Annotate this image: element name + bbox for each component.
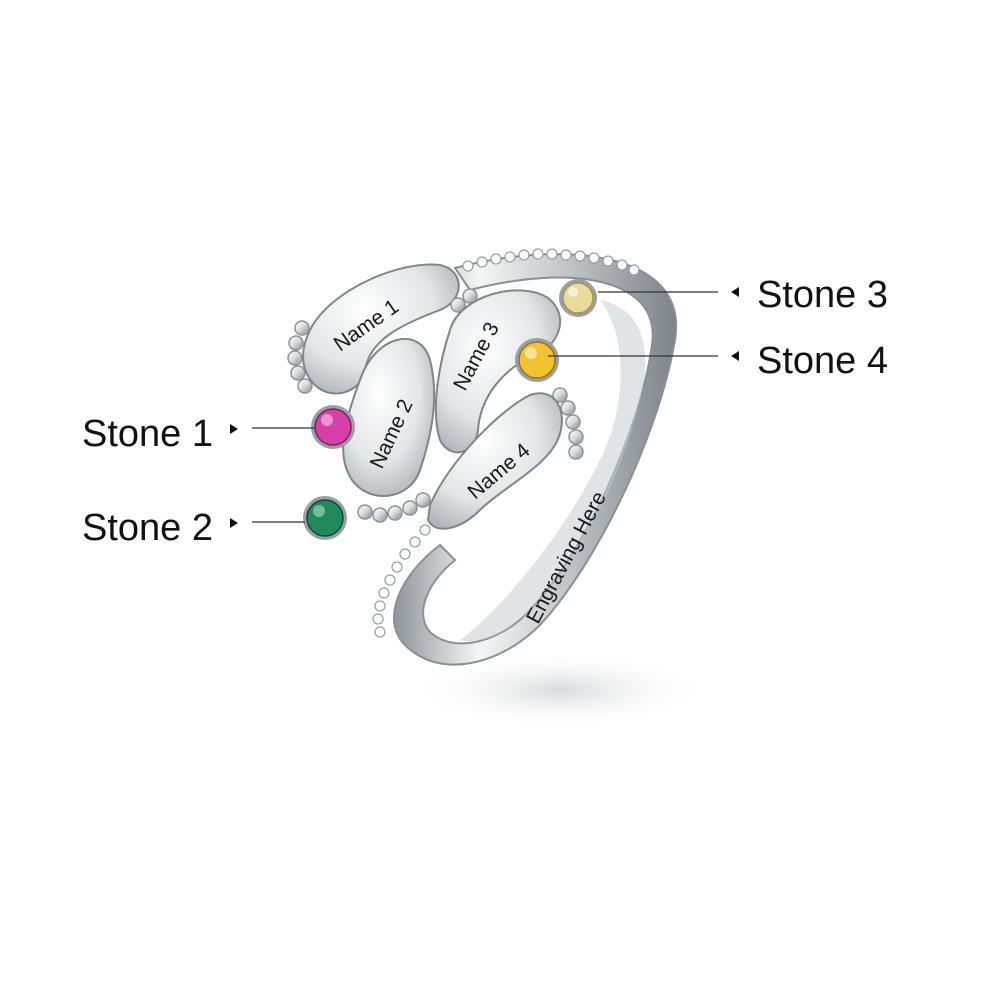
pave-stones-bottom (372, 524, 431, 638)
footprint-3: Name 3 (434, 288, 562, 454)
stone-3-label: Stone 3 (757, 274, 888, 316)
stone-4-label: Stone 4 (757, 340, 888, 382)
stone-2-label: Stone 2 (82, 507, 213, 549)
stone-3-gem (559, 279, 597, 317)
stone-4-arrow-icon (731, 351, 739, 361)
stone-1-label: Stone 1 (82, 413, 213, 455)
stone-2-arrow-icon (230, 518, 238, 528)
ring-band (393, 253, 678, 666)
stone-4-gem (515, 338, 559, 382)
footprint-4: Name 4 (426, 387, 584, 530)
footprint-1: Name 1 (287, 263, 460, 395)
callout-lines (252, 291, 718, 523)
ring-shadow (410, 650, 710, 730)
stone-1-arrow-icon (230, 424, 238, 434)
pave-stones-top (462, 248, 640, 276)
stone-2-gem (303, 496, 347, 540)
footprint-2: Name 2 (342, 337, 436, 523)
callout-arrows (230, 287, 739, 528)
stone-1-gem (311, 405, 355, 449)
stone-3-arrow-icon (731, 287, 739, 297)
band-engraving: Engraving Here (522, 488, 611, 628)
